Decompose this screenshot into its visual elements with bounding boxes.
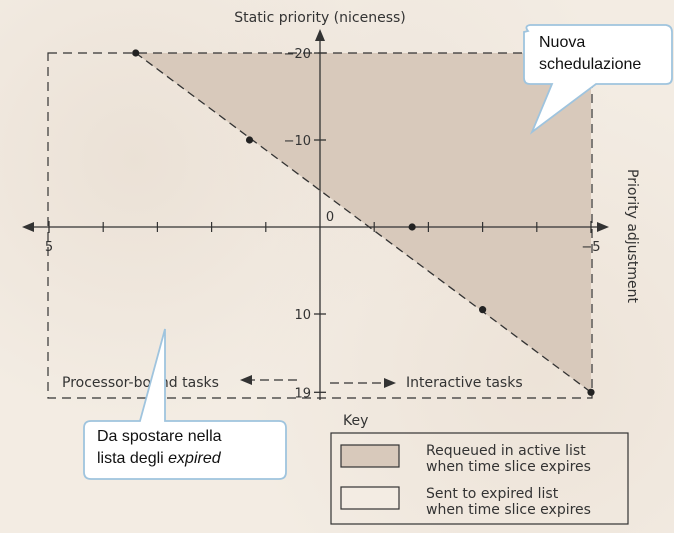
horizontal-axis-arrow-left xyxy=(22,222,34,232)
horizontal-axis-label: Priority adjustment xyxy=(624,169,640,303)
boundary-line xyxy=(135,52,592,393)
key-title: Key xyxy=(343,413,368,429)
horizontal-axis-arrow-right xyxy=(597,222,609,232)
x-tick-label-0: 5 xyxy=(45,240,53,255)
boundary-point-4 xyxy=(587,388,595,396)
callout-top-bubble xyxy=(523,24,673,135)
boundary-point-2 xyxy=(408,223,416,231)
callout-bottom-line1: Da spostare nella xyxy=(97,428,222,445)
boundary-point-0 xyxy=(132,49,140,57)
x-tick-label-1: −5 xyxy=(581,240,600,255)
origin-label: 0 xyxy=(326,210,334,225)
x-axis-ticks: 5 −5 xyxy=(45,221,601,255)
callout-bottom-line2-prefix: lista degli xyxy=(97,450,169,467)
vertical-axis-label: Static priority (niceness) xyxy=(234,10,406,26)
boundary-point-3 xyxy=(479,306,487,314)
y-tick-label-0: −20 xyxy=(284,47,311,62)
boundary-points xyxy=(132,49,595,396)
callout-bottom-line2: lista degli expired xyxy=(97,448,277,470)
callout-bottom-text: Da spostare nella lista degli expired xyxy=(97,426,277,470)
callout-top-line2: schedulazione xyxy=(539,56,642,73)
y-axis-ticks: −20 −10 0 10 19 xyxy=(284,47,335,401)
key-active-line1: Requeued in active list xyxy=(426,443,586,459)
key-expired-line1: Sent to expired list xyxy=(426,486,559,502)
y-tick-label-1: −10 xyxy=(284,134,311,149)
y-tick-label-3: 10 xyxy=(294,308,311,323)
key-expired-line2: when time slice expires xyxy=(426,502,591,518)
interactive-arrow-head xyxy=(384,378,396,388)
key-box xyxy=(330,432,629,525)
processor-bound-label: Processor-bound tasks xyxy=(62,375,219,391)
key-swatch-expired xyxy=(340,486,400,510)
callout-bottom-line2-emphasis: expired xyxy=(168,450,221,467)
x-axis-minor-ticks xyxy=(102,222,538,232)
boundary-point-1 xyxy=(245,136,254,144)
callout-top-line1: Nuova xyxy=(539,34,586,51)
vertical-axis-arrow xyxy=(315,29,325,41)
callout-top-text: Nuova schedulazione xyxy=(539,32,665,76)
key-active-line2: when time slice expires xyxy=(426,459,591,475)
interactive-label: Interactive tasks xyxy=(406,375,523,391)
processor-arrow-head xyxy=(240,375,252,385)
key-swatch-active xyxy=(340,444,400,468)
callout-bottom-bubble xyxy=(83,328,287,480)
y-tick-label-4: 19 xyxy=(294,386,311,401)
